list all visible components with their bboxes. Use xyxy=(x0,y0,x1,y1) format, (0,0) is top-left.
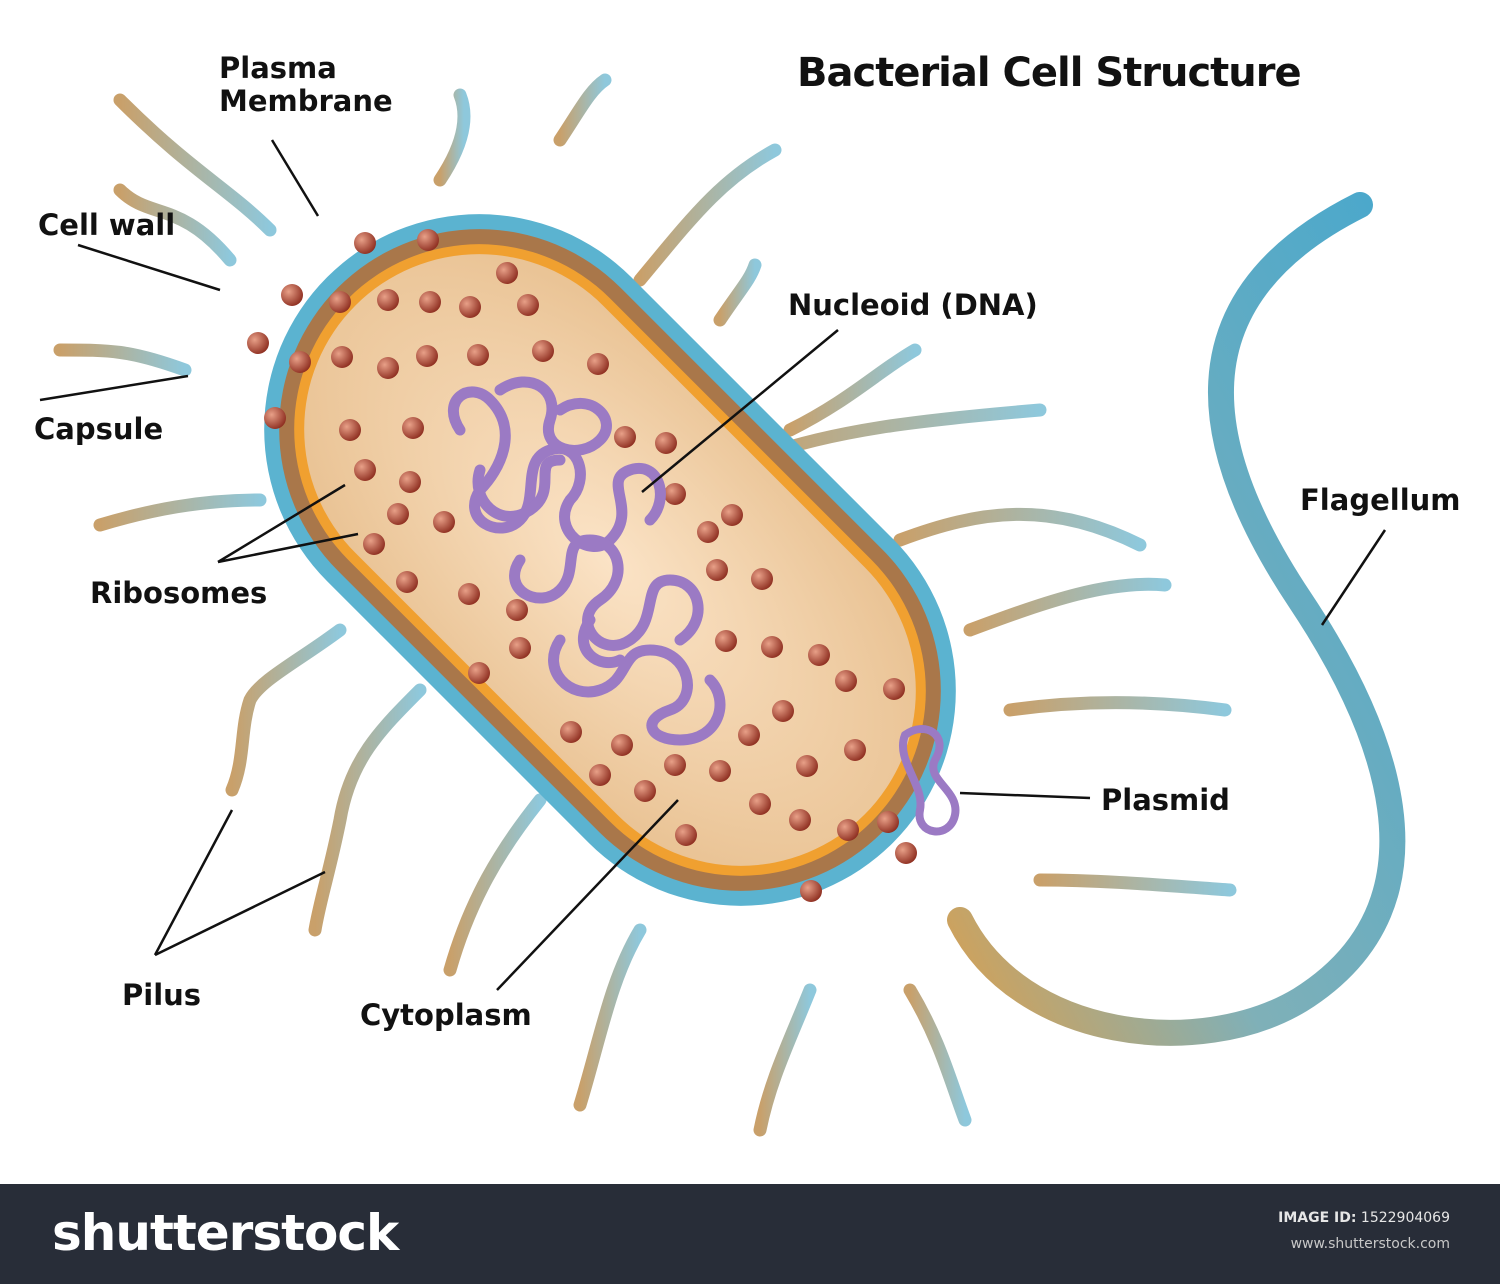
nucleoid-dna xyxy=(448,376,726,746)
label-nucleoid: Nucleoid (DNA) xyxy=(788,288,1038,322)
plasmid xyxy=(899,725,960,836)
shutterstock-logo: shutterstock xyxy=(52,1204,399,1262)
label-ribosomes: Ribosomes xyxy=(90,576,268,610)
diagram-title: Bacterial Cell Structure xyxy=(797,50,1302,96)
label-flagellum: Flagellum xyxy=(1300,483,1461,517)
site-url: www.shutterstock.com xyxy=(1290,1236,1450,1252)
leader-lines xyxy=(39,139,1387,991)
label-plasmid: Plasmid xyxy=(1101,783,1230,817)
label-cell-wall: Cell wall xyxy=(38,208,176,242)
label-capsule: Capsule xyxy=(34,412,164,446)
footer-bar: shutterstock IMAGE ID: 1522904069 www.sh… xyxy=(0,1184,1500,1284)
label-pilus: Pilus xyxy=(122,978,202,1012)
ribosomes xyxy=(247,229,917,902)
label-plasma-membrane-line1: Plasma xyxy=(219,51,337,85)
image-id-value: 1522904069 xyxy=(1360,1210,1450,1226)
bacterial-cell-diagram: Bacterial Cell Structure Plasma Membrane… xyxy=(34,50,1461,1137)
image-id: IMAGE ID: 1522904069 xyxy=(1278,1210,1450,1226)
label-plasma-membrane: Plasma Membrane xyxy=(219,52,393,118)
label-plasma-membrane-line2: Membrane xyxy=(219,84,393,118)
label-cytoplasm: Cytoplasm xyxy=(360,998,532,1032)
image-id-label: IMAGE ID: xyxy=(1278,1210,1357,1226)
cell-illustration xyxy=(39,73,1406,1137)
flagellum xyxy=(947,192,1406,1046)
